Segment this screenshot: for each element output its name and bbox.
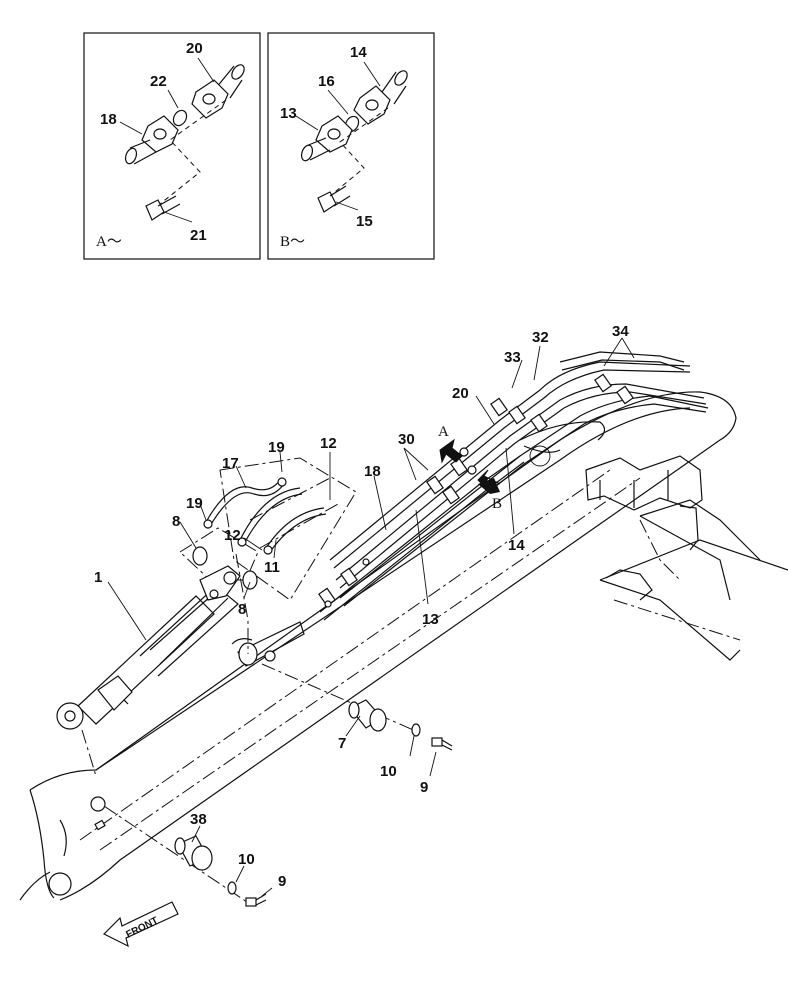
callout-labels: 1 8 8 19 19 17 12 12 11 18 30 20 13 14 3… <box>94 323 629 890</box>
boom-cylinder-1 <box>56 565 241 730</box>
view-marker-b: B <box>492 496 502 512</box>
label-9-upper: 9 <box>420 779 428 796</box>
inset-b-label-13: 13 <box>280 105 297 122</box>
label-9-lower: 9 <box>278 873 286 890</box>
inset-a-label-20: 20 <box>186 40 203 57</box>
washer-8-right <box>242 570 258 590</box>
inset-b-label-14: 14 <box>350 44 367 61</box>
hose-envelope <box>179 457 357 601</box>
label-19-left: 19 <box>186 495 203 512</box>
washer-10-lower <box>227 881 237 895</box>
bolt-21 <box>145 195 181 221</box>
flange-20 <box>191 79 229 119</box>
label-10-upper: 10 <box>380 763 397 780</box>
view-arrow-a: A <box>438 424 463 464</box>
label-17: 17 <box>222 455 239 472</box>
inset-b-frame <box>267 32 435 260</box>
label-11: 11 <box>264 559 280 576</box>
label-20: 20 <box>452 385 469 402</box>
pin-7 <box>348 699 387 732</box>
hose-11 <box>237 487 327 555</box>
inset-a: 20 22 18 21 A〜 <box>83 32 261 260</box>
bolt-15 <box>317 185 351 213</box>
label-10-lower: 10 <box>238 851 255 868</box>
boom-body <box>19 391 737 901</box>
label-14: 14 <box>508 537 525 554</box>
inset-b: 14 16 13 15 B〜 <box>267 32 435 260</box>
boom-bracket <box>231 621 305 667</box>
inset-a-label-22: 22 <box>150 73 167 90</box>
label-33: 33 <box>504 349 521 366</box>
label-18: 18 <box>364 463 381 480</box>
hydraulic-lines <box>318 351 709 621</box>
o-ring-22 <box>172 109 188 127</box>
hose-17 <box>203 477 287 529</box>
label-12-top: 12 <box>320 435 337 452</box>
view-arrow-b: B <box>477 469 502 512</box>
bolt-9-lower <box>245 893 267 907</box>
pin-38 <box>174 835 213 871</box>
label-19-top: 19 <box>268 439 285 456</box>
pin-axis-upper <box>235 553 419 733</box>
inset-a-label-18: 18 <box>100 111 117 128</box>
flange-14 <box>353 85 391 125</box>
flange-13 <box>300 115 353 162</box>
tube-14 <box>381 70 408 105</box>
bolt-9-upper <box>431 737 453 751</box>
inset-b-ref: B〜 <box>280 234 305 250</box>
view-marker-a: A <box>438 424 449 440</box>
label-30: 30 <box>398 431 415 448</box>
inset-a-label-21: 21 <box>190 227 207 244</box>
inset-b-label-16: 16 <box>318 73 335 90</box>
front-arrow: FRONT <box>102 901 179 948</box>
flange-18 <box>124 115 179 165</box>
label-38: 38 <box>190 811 207 828</box>
upper-structure <box>585 455 788 661</box>
label-32: 32 <box>532 329 549 346</box>
pin-axis-lower <box>81 729 251 905</box>
washer-8-left <box>192 546 208 566</box>
label-8-right: 8 <box>238 601 246 618</box>
label-12-left: 12 <box>224 527 241 544</box>
label-1: 1 <box>94 569 102 586</box>
label-13: 13 <box>422 611 439 628</box>
label-7: 7 <box>338 735 346 752</box>
washers-8 <box>192 546 258 590</box>
label-34: 34 <box>612 323 629 340</box>
inset-b-label-15: 15 <box>356 213 373 230</box>
inset-a-ref: A〜 <box>96 234 122 250</box>
washer-10-upper <box>411 723 421 737</box>
label-8-left: 8 <box>172 513 180 530</box>
leader-lines <box>107 337 635 897</box>
alignment-line-a <box>159 99 227 205</box>
alignment-line-b <box>329 107 389 197</box>
